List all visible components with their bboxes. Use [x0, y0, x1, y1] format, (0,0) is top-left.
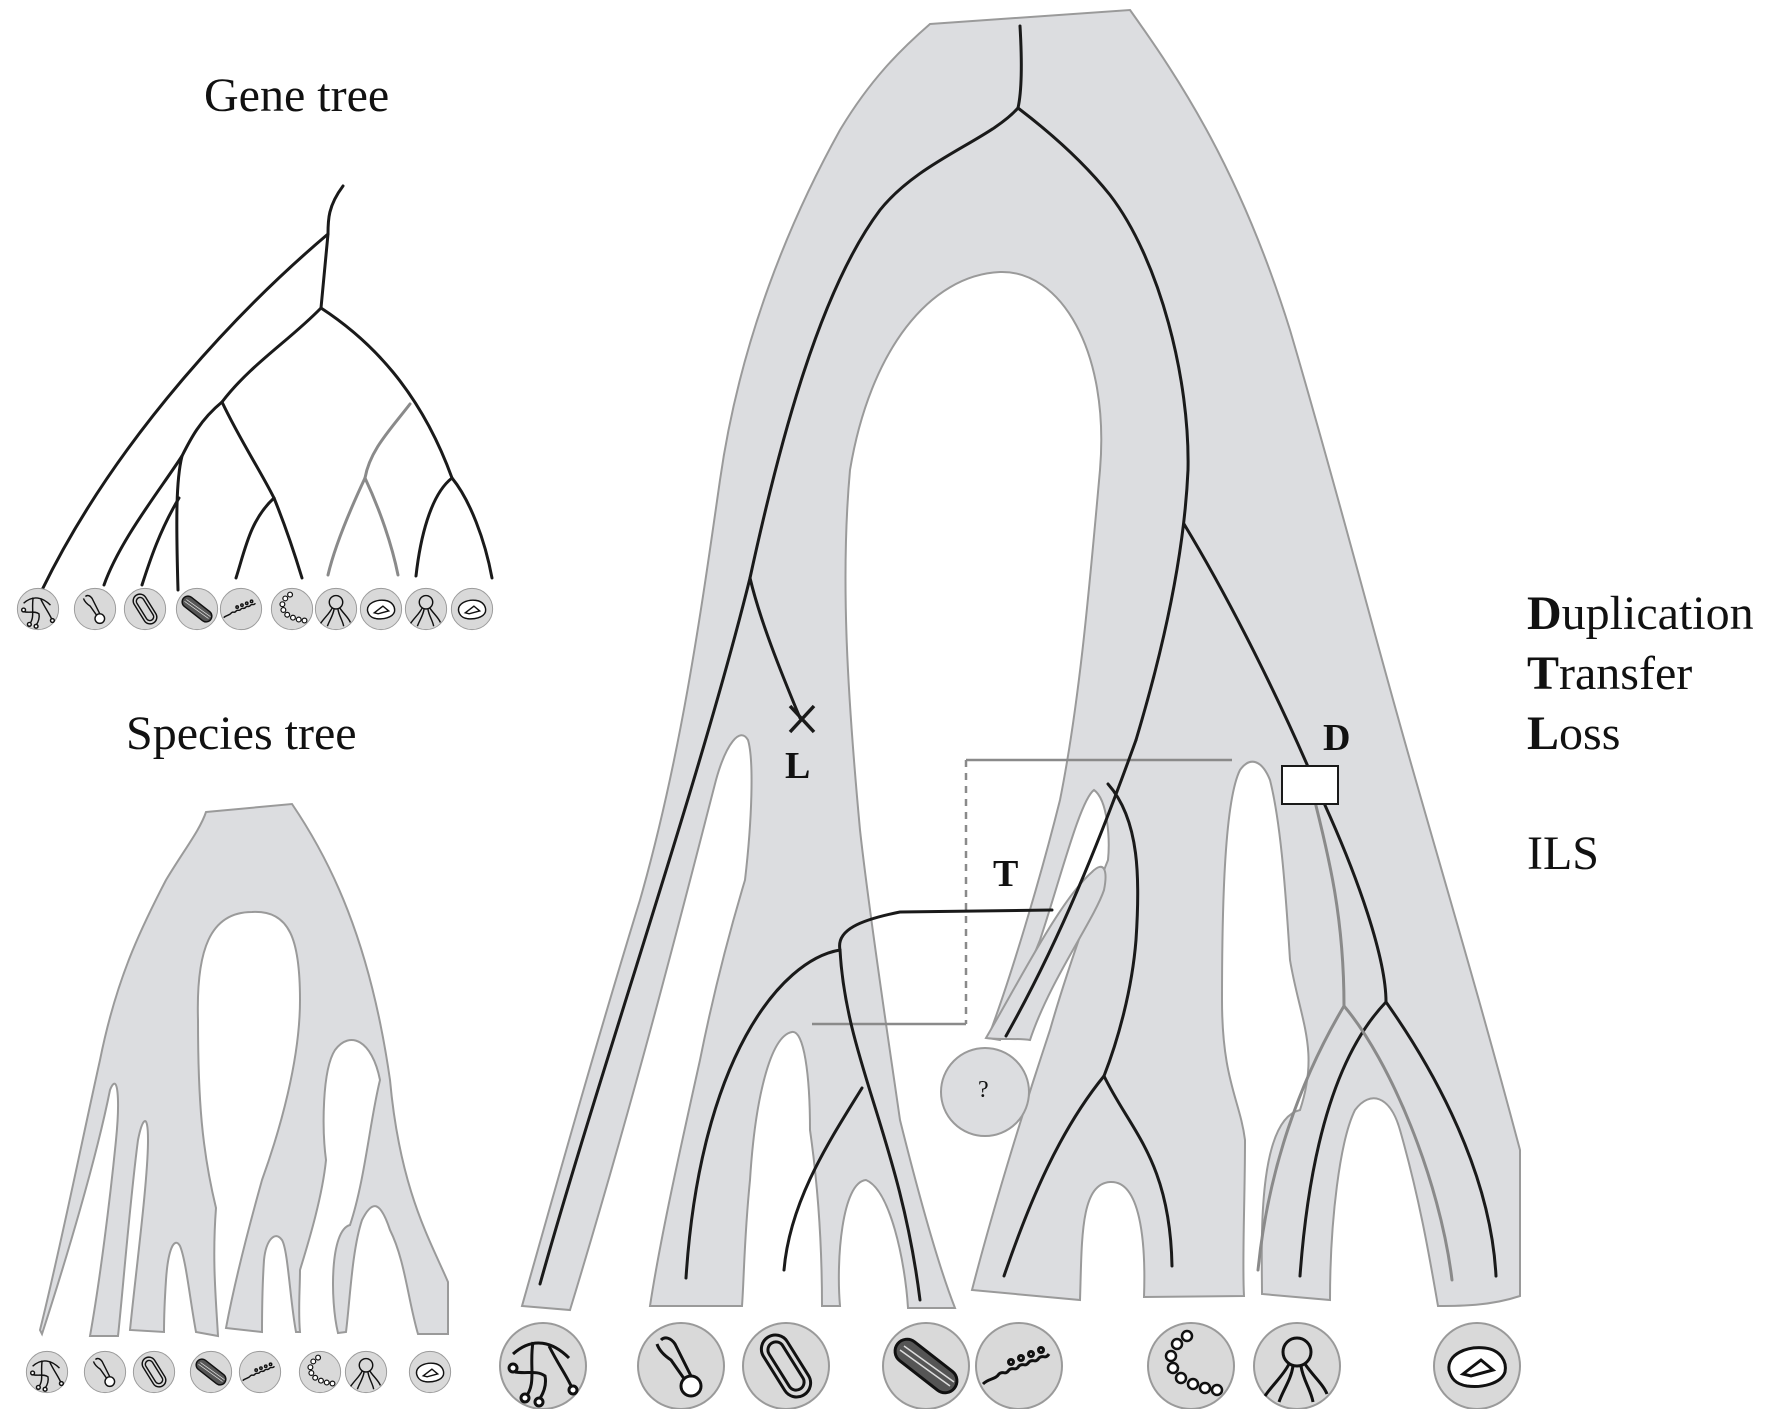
event-legend: Duplication Transfer Loss ILS — [1527, 584, 1754, 884]
tentacle-cell-icon — [345, 1351, 386, 1392]
bead-chain-icon — [299, 1351, 340, 1392]
gene-tree-branch — [222, 308, 321, 402]
duplication-marker — [1282, 766, 1338, 804]
gene-tree-ils-lineage — [328, 404, 410, 575]
species-tree — [40, 804, 448, 1336]
gene-tree-branch — [104, 456, 182, 585]
amoeboid-cell-icon — [409, 1351, 450, 1392]
spiral-chain-icon — [220, 588, 261, 629]
tentacle-cell-icon — [405, 588, 446, 629]
amoeboid-cell-icon — [360, 588, 401, 629]
dark-rod-icon — [176, 588, 217, 629]
legend-duplication: Duplication — [1527, 584, 1754, 644]
gene-tree-branch — [321, 308, 452, 478]
bulb-cell-icon — [74, 588, 115, 629]
legend-loss: Loss — [1527, 704, 1754, 764]
ils-branch — [365, 478, 398, 575]
gene-tree-branch — [182, 402, 222, 456]
legend-ils: ILS — [1527, 824, 1754, 884]
tentacle-cell-icon — [1254, 1323, 1340, 1409]
gene-tree-leaf-icons — [17, 588, 492, 629]
bulb-cell-icon — [638, 1323, 724, 1409]
duplication-label: D — [1323, 716, 1350, 760]
gene-tree-root-branch — [321, 186, 343, 308]
ils-branch — [365, 404, 410, 478]
amoeboid-cell-icon — [1434, 1323, 1520, 1409]
amoeboid-cell-icon — [451, 588, 492, 629]
dark-rod-icon — [190, 1351, 231, 1392]
spiral-chain-icon — [976, 1323, 1062, 1409]
bead-chain-icon — [1148, 1323, 1234, 1409]
dark-rod-icon — [883, 1323, 969, 1409]
reconciliation-leaf-icons — [500, 1323, 1520, 1409]
ring-cell-icon — [743, 1323, 829, 1409]
gene-tree-branch — [142, 498, 179, 585]
gene-tree — [42, 186, 492, 590]
gene-tree-title: Gene tree — [204, 68, 389, 123]
ring-cell-icon — [133, 1351, 174, 1392]
species-tree-title: Species tree — [126, 706, 357, 761]
legend-transfer: Transfer — [1527, 644, 1754, 704]
bead-chain-icon — [271, 588, 312, 629]
ring-cell-icon — [124, 588, 165, 629]
branched-filament-icon — [500, 1323, 586, 1409]
branched-filament-icon — [17, 588, 58, 629]
species-tree-shape — [40, 804, 448, 1336]
gene-tree-branch — [236, 498, 274, 578]
ils-branch — [328, 478, 365, 575]
gene-tree-branch — [177, 456, 182, 590]
spiral-chain-icon — [239, 1351, 280, 1392]
transfer-label: T — [993, 852, 1018, 896]
bulb-cell-icon — [84, 1351, 125, 1392]
gene-tree-branch — [274, 498, 302, 578]
unknown-leaf-label: ? — [978, 1077, 989, 1104]
branched-filament-icon — [26, 1351, 67, 1392]
gene-tree-branch — [222, 402, 274, 498]
loss-label: L — [785, 744, 810, 788]
gene-tree-branch — [452, 478, 492, 578]
gene-tree-branch — [416, 478, 452, 576]
gene-tree-branch — [42, 234, 328, 590]
species-tree-leaf-icons — [26, 1351, 450, 1392]
tentacle-cell-icon — [315, 588, 356, 629]
